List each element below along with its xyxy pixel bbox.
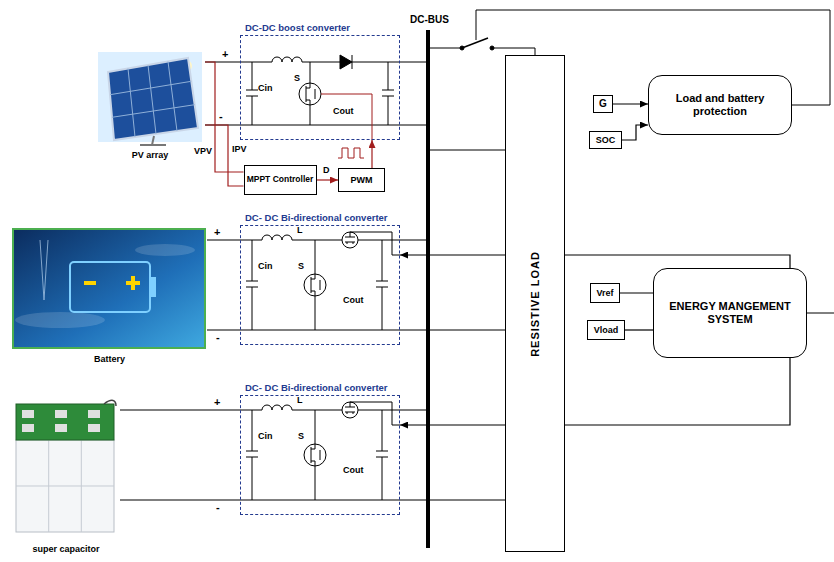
- terminal-sign: +: [222, 48, 228, 60]
- terminal-sign: -: [216, 331, 220, 343]
- box-label: G: [599, 98, 607, 110]
- converter-box: DC- DC Bi-directional converter: [240, 395, 400, 515]
- box-label: SOC: [596, 135, 616, 145]
- box-label: MPPT Controller: [247, 175, 314, 185]
- connector: [120, 499, 240, 500]
- figure-caption: super capacitor: [12, 544, 120, 554]
- controller-box: MPPT Controller: [244, 165, 317, 195]
- component-label: Cout: [343, 466, 364, 476]
- connector: [400, 255, 790, 268]
- converter-title: DC- DC Bi-directional converter: [245, 213, 388, 224]
- converter-title: DC- DC Bi-directional converter: [245, 383, 388, 394]
- connector: [371, 140, 372, 168]
- component-label: Cin: [258, 84, 273, 94]
- connector: [620, 292, 653, 293]
- input-box: Vload: [587, 320, 625, 340]
- component-label: Cout: [343, 296, 364, 306]
- terminal-sign: -: [216, 501, 220, 513]
- connector: [613, 103, 648, 104]
- converter-title: DC-DC boost converter: [245, 23, 350, 34]
- ems-box: ENERGY MANGEMENT SYSTEM: [653, 268, 807, 358]
- component-label: L: [297, 226, 303, 236]
- connector: [625, 329, 653, 330]
- component-label: S: [298, 262, 304, 272]
- signal-label: D: [322, 166, 331, 176]
- converter-box: DC- DC Bi-directional converter: [240, 225, 400, 345]
- input-box: SOC: [589, 131, 622, 149]
- connector: [207, 329, 240, 330]
- pv-array-figure: PV array: [95, 50, 205, 160]
- battery-figure: Battery: [12, 228, 207, 364]
- connector: [400, 358, 790, 425]
- figure-caption: PV array: [95, 150, 205, 160]
- box-label: Vref: [596, 288, 613, 298]
- battery-picture: [13, 229, 205, 348]
- supercapacitor-figure: super capacitor: [12, 398, 120, 554]
- component-label: L: [297, 396, 303, 406]
- supercapacitor-picture: [16, 400, 116, 532]
- bus-wiring: [428, 10, 834, 548]
- input-box: Vref: [590, 283, 620, 303]
- input-box: G: [593, 95, 613, 113]
- connector: [207, 239, 240, 240]
- connector: [622, 125, 648, 140]
- load-label: RESISTIVE LOAD: [529, 251, 542, 357]
- box-label: ENERGY MANGEMENT SYSTEM: [662, 300, 798, 325]
- pv-panel-picture: [98, 52, 202, 145]
- figure-caption: Battery: [12, 354, 207, 364]
- pwm-box: PWM: [338, 168, 385, 192]
- signal-label: VPV: [193, 147, 213, 157]
- component-label: Cin: [258, 262, 273, 272]
- component-label: S: [298, 432, 304, 442]
- box-label: Load and battery protection: [657, 92, 783, 117]
- load-box: RESISTIVE LOAD: [505, 55, 565, 552]
- connector: [120, 409, 240, 410]
- component-label: Cout: [333, 107, 354, 117]
- terminal-sign: -: [219, 110, 223, 122]
- signal-label: IPV: [231, 145, 248, 155]
- terminal-sign: +: [214, 396, 220, 408]
- component-label: S: [294, 74, 300, 84]
- terminal-sign: +: [214, 226, 220, 238]
- component-label: Cin: [258, 432, 273, 442]
- box-label: PWM: [351, 175, 373, 185]
- protection-box: Load and battery protection: [648, 75, 792, 135]
- bus-label: DC-BUS: [410, 14, 449, 25]
- connector: [317, 179, 339, 180]
- box-label: Vload: [594, 325, 619, 335]
